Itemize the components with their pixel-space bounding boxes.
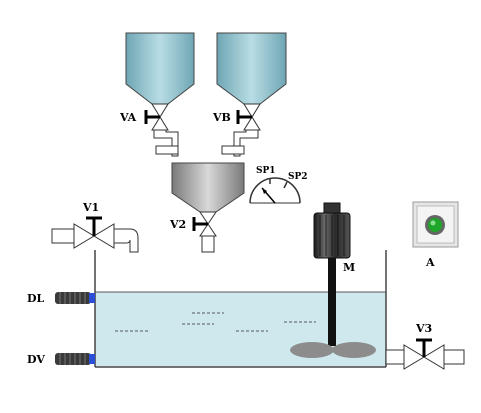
valve-v1[interactable] [51, 216, 139, 253]
sensor-dv-label: DV [27, 353, 45, 366]
mixer-hopper [171, 162, 245, 213]
valve-vb[interactable] [221, 103, 261, 157]
sensor-dl-label: DL [27, 292, 45, 305]
gauge-icon [249, 177, 301, 204]
setpoint-sp2-label: SP2 [288, 172, 308, 182]
valve-v3-label: V3 [415, 322, 432, 335]
valve-va-label: VA [119, 111, 137, 124]
setpoint-sp1-label: SP1 [256, 166, 276, 176]
valve-va[interactable] [144, 103, 179, 157]
hopper-a [125, 32, 195, 105]
hopper-b [216, 32, 287, 105]
valve-v1-label: V1 [82, 201, 99, 214]
alarm-light-icon [412, 201, 459, 248]
level-sensor-icon [55, 292, 95, 304]
valve-v3[interactable] [385, 338, 465, 370]
valve-v2[interactable] [192, 211, 217, 253]
valve-vb-label: VB [212, 111, 231, 124]
alarm-label: A [425, 256, 435, 269]
level-sensor-icon [55, 353, 95, 365]
valve-v2-label: V2 [169, 218, 186, 231]
motor-icon [290, 202, 376, 358]
motor-label: M [343, 261, 355, 274]
